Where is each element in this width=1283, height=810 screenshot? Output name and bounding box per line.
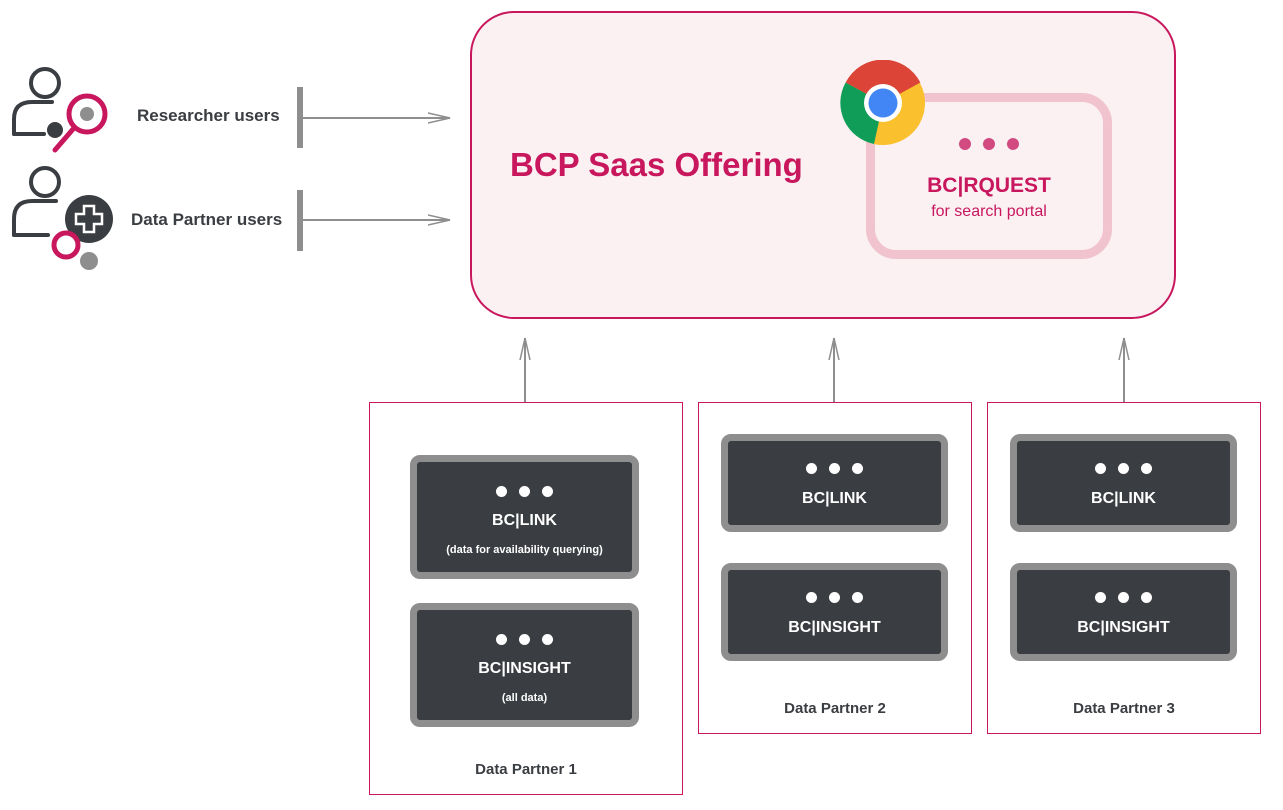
magnifier-icon <box>52 93 108 153</box>
node-subtitle: (data for availability querying) <box>446 544 603 556</box>
node-dots-icon <box>1017 461 1230 479</box>
partner-3-insight-node[interactable]: BC|INSIGHT <box>1010 563 1237 661</box>
partner-1-link-node[interactable]: BC|LINK (data for availability querying) <box>410 455 639 579</box>
portal-subtitle: for search portal <box>931 203 1047 220</box>
node-title: BC|INSIGHT <box>788 619 881 636</box>
chrome-browser-icon <box>840 60 925 145</box>
node-dots-icon <box>417 484 632 502</box>
node-title: BC|INSIGHT <box>1077 619 1170 636</box>
node-dots-icon <box>417 632 632 650</box>
plus-badge-icon <box>65 195 113 243</box>
node-title: BC|INSIGHT <box>478 660 571 677</box>
data-partner-users-label: Data Partner users <box>131 210 283 229</box>
portal-name: BC|RQUEST <box>927 174 1051 197</box>
researcher-arrow <box>297 87 450 148</box>
data-partner-arrow <box>297 190 450 251</box>
node-title: BC|LINK <box>492 512 557 529</box>
data-partner-1-label: Data Partner 1 <box>475 761 577 778</box>
saas-offering-title: BCP Saas Offering <box>510 146 803 183</box>
node-dots-icon <box>728 590 941 608</box>
node-dots-icon <box>728 461 941 479</box>
researcher-users-label: Researcher users <box>137 106 280 125</box>
partner-2-insight-node[interactable]: BC|INSIGHT <box>721 563 948 661</box>
window-dots-icon <box>866 137 1112 155</box>
partner-1-insight-node[interactable]: BC|INSIGHT (all data) <box>410 603 639 727</box>
researcher-user-icon <box>12 67 108 153</box>
node-title: BC|LINK <box>1091 490 1156 507</box>
partner-2-link-node[interactable]: BC|LINK <box>721 434 948 532</box>
node-subtitle: (all data) <box>501 692 548 704</box>
node-dots-icon <box>1017 590 1230 608</box>
node-title: BC|LINK <box>802 490 867 507</box>
data-partner-user-icon <box>12 166 113 270</box>
partner-3-link-node[interactable]: BC|LINK <box>1010 434 1237 532</box>
data-partner-3-label: Data Partner 3 <box>1073 700 1175 717</box>
data-partner-2-label: Data Partner 2 <box>784 700 886 717</box>
